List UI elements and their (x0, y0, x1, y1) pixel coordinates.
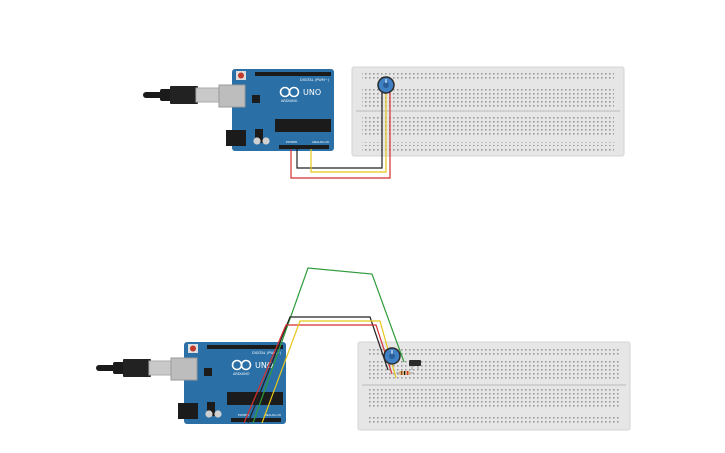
wire-yellow[interactable] (310, 90, 387, 173)
board-model: UNO (303, 88, 321, 97)
wire-black[interactable] (247, 316, 389, 424)
resistor-icon[interactable] (396, 371, 414, 375)
arduino-logo-icon (279, 86, 300, 98)
digital-header (207, 345, 283, 349)
usb-cable[interactable] (143, 86, 221, 104)
usb-port (170, 357, 198, 381)
circuit-1: DIGITAL (PWM~) UNO ARDUINO POWER ANALOG … (143, 66, 625, 179)
potentiometer-icon[interactable] (383, 347, 401, 365)
power-label: POWER (238, 413, 249, 417)
digital-label: DIGITAL (PWM~) (252, 351, 282, 355)
board-brand: ARDUINO (281, 99, 298, 103)
analog-label: ANALOG IN (264, 413, 281, 417)
usb-cable[interactable] (96, 359, 174, 377)
arduino-logo-icon (231, 359, 252, 371)
microcontroller-chip (275, 119, 331, 132)
wires (290, 90, 391, 179)
wire-black[interactable] (296, 90, 383, 169)
power-analog-header (279, 145, 329, 149)
photoresistor-icon[interactable] (409, 360, 421, 370)
board-model: UNO (255, 361, 273, 370)
power-jack (226, 130, 246, 146)
potentiometer-icon[interactable] (377, 76, 395, 94)
usb-port (218, 84, 246, 108)
analog-label: ANALOG IN (312, 140, 329, 144)
breadboard[interactable] (351, 66, 625, 157)
power-label: POWER (286, 140, 297, 144)
arduino-uno-board[interactable]: DIGITAL (PWM~) UNO ARDUINO POWER ANALOG … (218, 69, 334, 151)
digital-label: DIGITAL (PWM~) (300, 78, 330, 82)
arduino-uno-board[interactable]: DIGITAL (PWM~) UNO ARDUINO POWER ANALOG … (170, 342, 286, 424)
breadboard[interactable] (357, 341, 631, 431)
wire-green[interactable] (252, 267, 405, 424)
power-analog-header (231, 418, 281, 422)
board-brand: ARDUINO (233, 372, 250, 376)
circuit-2: DIGITAL (PWM~) UNO ARDUINO POWER ANALOG … (96, 267, 631, 431)
power-jack (178, 403, 198, 419)
wire-red[interactable] (290, 90, 391, 179)
digital-header (255, 72, 331, 76)
wire-red[interactable] (243, 324, 393, 424)
